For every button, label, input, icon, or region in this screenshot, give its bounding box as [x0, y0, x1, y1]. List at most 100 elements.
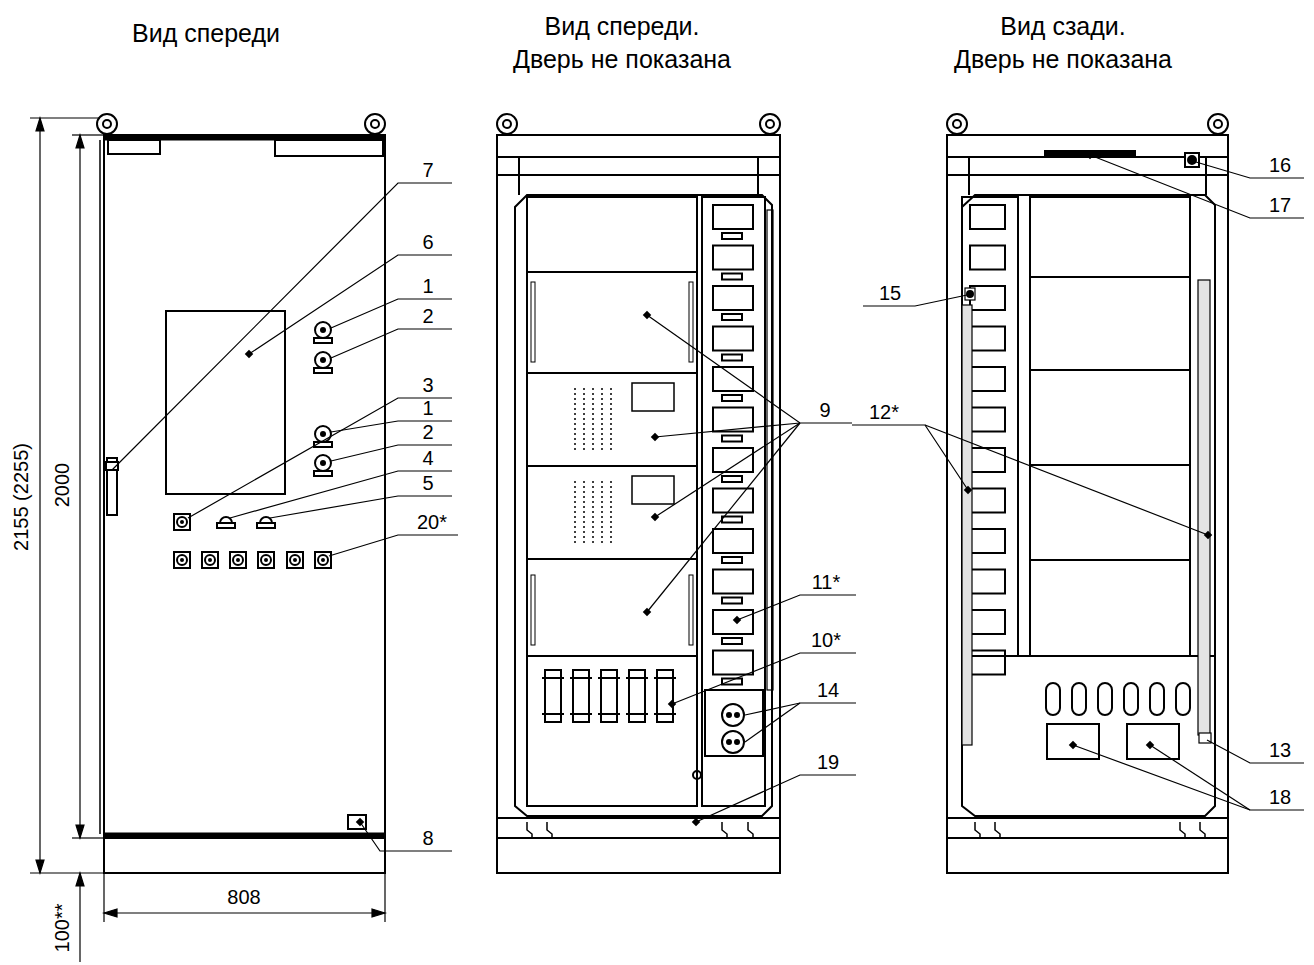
front-view-open — [713, 205, 753, 239]
front-view-open — [713, 408, 753, 442]
rear-view-open — [1188, 156, 1196, 164]
leader-line — [863, 295, 967, 306]
front-view-open — [713, 246, 753, 280]
dimension-label: 808 — [227, 887, 260, 907]
front-view-open — [583, 388, 585, 450]
front-view-open — [713, 286, 753, 320]
callout-number: 9 — [819, 400, 830, 420]
front-view-open — [626, 670, 648, 722]
callout-number: 2 — [422, 306, 433, 326]
dimension-line — [76, 873, 84, 886]
front-view-open — [702, 197, 765, 806]
rear-view-open — [970, 246, 1005, 270]
front-view-open — [574, 481, 576, 543]
rear-view-open — [962, 305, 972, 745]
rear-view-open — [1127, 724, 1179, 759]
callout-number: 1 — [422, 398, 433, 418]
rear-view-open — [1176, 683, 1190, 715]
rear-view-open — [947, 114, 967, 134]
front-view-open — [722, 731, 744, 753]
dimension-line — [384, 873, 385, 922]
leader-line — [112, 183, 452, 470]
leader-line — [1207, 740, 1304, 763]
rear-view-open — [995, 822, 1000, 838]
dimension-line — [76, 825, 84, 838]
leader-line — [329, 535, 458, 556]
leader-line — [655, 423, 800, 517]
rear-view-open — [1205, 157, 1207, 195]
leader-line — [230, 471, 452, 518]
front-view-open — [757, 157, 759, 195]
rear-view-open — [1200, 822, 1205, 838]
view-title: Вид спереди. Дверь не показана — [513, 10, 731, 75]
rear-view-open — [970, 529, 1005, 553]
dimension-label: 100** — [52, 904, 72, 953]
front-view-open — [713, 570, 753, 604]
callout-number: 5 — [422, 473, 433, 493]
front-view-open — [527, 559, 697, 656]
front-view-open — [497, 838, 780, 873]
front-view — [202, 552, 218, 568]
leader-line — [696, 775, 856, 822]
front-view-open — [610, 481, 612, 543]
leader-line — [360, 822, 452, 851]
rear-view-open — [1180, 822, 1185, 838]
dimension-line — [372, 909, 385, 917]
front-view — [174, 514, 190, 530]
callout-number: 6 — [422, 232, 433, 252]
leader-line — [112, 183, 458, 851]
dimension-line — [30, 118, 385, 962]
callout-number: 20* — [417, 512, 447, 532]
front-view-open — [497, 174, 780, 176]
callout-number: 1 — [422, 276, 433, 296]
front-view-open — [601, 388, 603, 450]
front-view-open — [497, 135, 780, 838]
rear-view-open — [1047, 724, 1099, 759]
rear-view-open — [970, 205, 1005, 229]
front-view-open — [570, 670, 592, 722]
front-view — [315, 552, 331, 568]
front-view-open — [542, 670, 564, 722]
front-view — [99, 140, 101, 834]
front-view — [275, 140, 383, 156]
front-view — [104, 838, 385, 873]
front-view-open — [527, 373, 697, 466]
rear-view-open — [1030, 465, 1190, 560]
rear-view-open — [968, 157, 970, 195]
front-view-open — [527, 272, 697, 373]
rear-view-open — [967, 291, 973, 297]
front-view-open — [705, 690, 763, 756]
front-view — [365, 114, 385, 134]
callout-number: 17 — [1269, 195, 1291, 215]
callout-number: 13 — [1269, 740, 1291, 760]
rear-view-open — [1072, 683, 1086, 715]
front-view-open — [574, 388, 576, 450]
front-view-open — [722, 822, 727, 838]
leader-line — [672, 653, 856, 704]
leader-line — [643, 311, 856, 826]
leader-line — [249, 255, 452, 354]
front-view — [258, 552, 274, 568]
dimension-line — [36, 860, 44, 873]
front-view-open — [497, 135, 780, 157]
rear-view-open — [947, 838, 1228, 873]
dimension-line — [76, 135, 84, 148]
callout-number: 14 — [817, 680, 839, 700]
leader-line — [188, 398, 452, 518]
front-view-open — [575, 388, 611, 543]
rear-view-open — [947, 817, 1228, 819]
leader-line — [647, 315, 852, 423]
callout-number: 4 — [422, 448, 433, 468]
front-view-open — [527, 466, 697, 559]
leader-line — [331, 421, 452, 432]
rear-view-open — [965, 288, 975, 300]
rear-view-open — [1098, 683, 1112, 715]
front-view-open — [497, 817, 780, 819]
rear-view-open — [970, 489, 1005, 513]
front-view — [230, 552, 246, 568]
callout-number: 11* — [812, 572, 841, 592]
front-view-open — [547, 822, 552, 838]
rear-view-open — [1208, 114, 1228, 134]
view-title: Вид спереди — [132, 21, 280, 46]
